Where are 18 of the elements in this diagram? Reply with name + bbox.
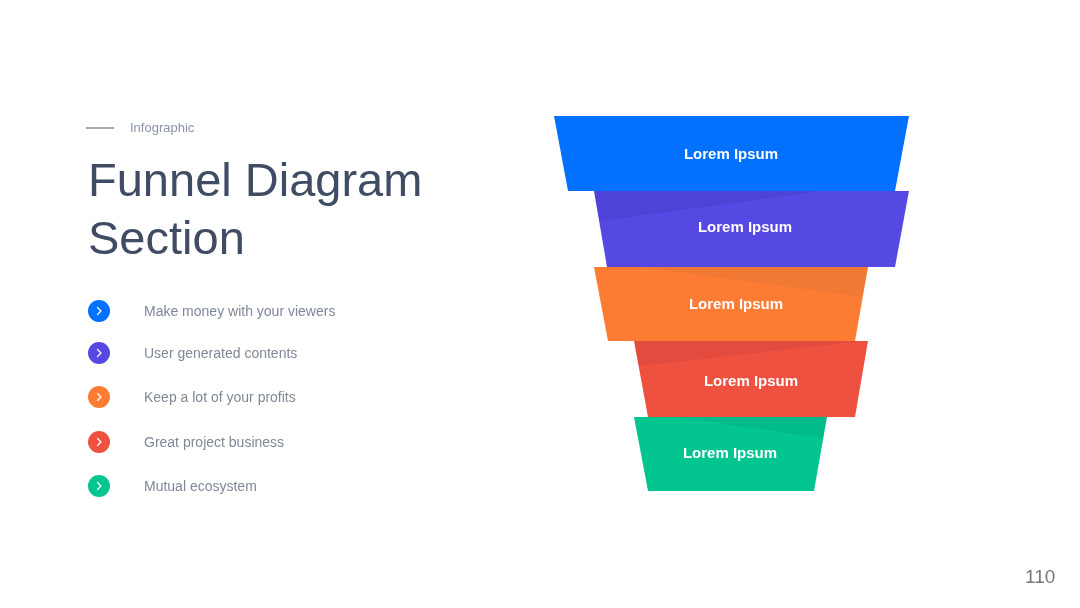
funnel-segment — [634, 417, 827, 491]
funnel-segment — [594, 267, 868, 341]
page-number: 110 — [1025, 566, 1056, 588]
funnel-segment — [594, 191, 909, 267]
segment-label: Lorem Ipsum — [688, 295, 784, 313]
slide-title: Funnel Diagram Section — [88, 152, 424, 266]
legend-text: User generated contents — [144, 344, 298, 362]
subtitle-text: Infographic — [130, 120, 195, 136]
legend-text: Make money with your viewers — [144, 302, 336, 320]
legend-text: Keep a lot of your profits — [144, 388, 296, 406]
segment-label: Lorem Ipsum — [703, 372, 799, 390]
funnel-segment — [554, 116, 909, 191]
funnel-segment — [634, 341, 868, 417]
segment-label: Lorem Ipsum — [683, 145, 779, 163]
segment-label: Lorem Ipsum — [697, 218, 793, 236]
segment-label: Lorem Ipsum — [682, 444, 778, 462]
legend-text: Mutual ecosystem — [144, 477, 257, 495]
legend-text: Great project business — [144, 433, 285, 451]
